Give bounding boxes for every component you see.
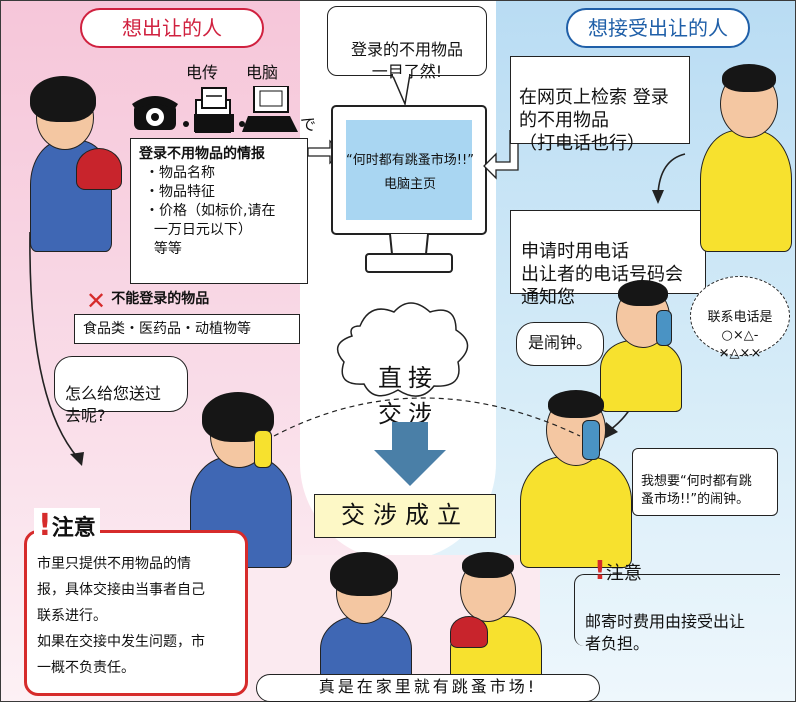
request-bubble: 我想要“何时都有跳 蚤市场!!”的闹钟。 bbox=[632, 448, 778, 516]
register-item: ・物品特征 bbox=[145, 184, 215, 200]
register-item: ・价格（如标价,请在 bbox=[145, 203, 276, 219]
register-title: 登录不用物品的情报 bbox=[139, 146, 265, 162]
search-arrow bbox=[483, 130, 519, 180]
warning-box-right: 邮寄时费用由接受出让 者负担。 bbox=[574, 574, 780, 653]
apply-instruction-text: 申请时用电话 出让者的电话号码会 通知您 bbox=[521, 241, 683, 308]
catalog-bubble-text: 登录的不用物品 一目了然! bbox=[350, 40, 463, 81]
monitor-icon bbox=[331, 105, 487, 273]
footer-banner: 真是在家里就有跳蚤市场! bbox=[256, 674, 600, 702]
monitor-line-2: 电脑主页 bbox=[383, 177, 436, 192]
connection-line bbox=[273, 397, 581, 437]
negotiation-cloud: 直接 交涉 bbox=[348, 324, 468, 432]
warning-right-body: 邮寄时费用由接受出让 者负担。 bbox=[585, 612, 746, 653]
delivery-bubble: 怎么给您送过 去呢? bbox=[54, 356, 188, 425]
negotiation-text: 直接 交涉 bbox=[378, 364, 438, 428]
monitor-line-1: “何时都有跳蚤市场!!” bbox=[346, 153, 474, 168]
phone-number-bubble: 联系电话是 ○×△- ×△×× bbox=[690, 276, 790, 361]
clock-icon bbox=[76, 148, 122, 190]
phone-number-text: 联系电话是 ○×△- ×△×× bbox=[707, 310, 773, 361]
apply-instruction-box: 申请时用电话 出让者的电话号码会 通知您 bbox=[510, 210, 706, 308]
prohibited-title: 不能登录的物品 bbox=[111, 291, 210, 307]
register-item: 一万日元以下） bbox=[145, 222, 252, 238]
exclamation-icon: ! bbox=[594, 556, 606, 586]
clock-icon bbox=[450, 616, 488, 648]
negotiation-cloud-shape bbox=[336, 302, 469, 397]
clock-bubble: 是闹钟。 bbox=[516, 322, 604, 366]
prohibited-items: 食品类・医药品・动植物等 bbox=[83, 321, 251, 337]
search-instruction-box: 在网页上检索 登录 的不用物品 （打电话也行） bbox=[510, 56, 690, 154]
search-instruction-text: 在网页上检索 登录 的不用物品 （打电话也行） bbox=[519, 87, 669, 154]
flow-arrow-right-top bbox=[652, 153, 686, 204]
delivery-bubble-text: 怎么给您送过 去呢? bbox=[65, 384, 162, 425]
pc-label: 电脑 bbox=[246, 63, 279, 82]
warning-right-title: 注意 bbox=[605, 563, 642, 584]
buyer-pill-label: 想接受出让的人 bbox=[588, 16, 728, 40]
warning-right-header: !注意 bbox=[594, 556, 642, 586]
seller-pill-label: 想出让的人 bbox=[122, 16, 222, 40]
register-item: 等等 bbox=[145, 241, 182, 257]
seller-pill: 想出让的人 bbox=[80, 8, 264, 48]
cross-icon: ✕ bbox=[86, 287, 107, 315]
device-icons bbox=[132, 86, 298, 133]
warning-left-header: !注意 bbox=[34, 508, 100, 543]
prohibited-header: ✕ 不能登录的物品 bbox=[86, 287, 210, 315]
register-item-list: ・物品名称 ・物品特征 ・价格（如标价,请在 一万日元以下） 等等 bbox=[139, 164, 299, 259]
device-suffix: で bbox=[300, 115, 317, 134]
flow-arrow-left bbox=[29, 231, 84, 466]
monitor-screen-text: “何时都有跳蚤市场!!” 电脑主页 bbox=[340, 152, 480, 194]
telephone-icon bbox=[132, 96, 178, 130]
computer-icon bbox=[242, 86, 298, 132]
catalog-bubble: 登录的不用物品 一目了然! bbox=[327, 6, 487, 81]
exclamation-icon: ! bbox=[38, 508, 52, 543]
down-arrow bbox=[374, 422, 446, 486]
warning-box-left: 市里只提供不用物品的情 报，具体交接由当事者自己 联系进行。 如果在交接中发生问… bbox=[24, 530, 248, 696]
request-bubble-text: 我想要“何时都有跳 蚤市场!!”的闹钟。 bbox=[641, 474, 752, 507]
deal-done-banner: 交涉成立 bbox=[314, 494, 496, 538]
warning-left-body: 市里只提供不用物品的情 报，具体交接由当事者自己 联系进行。 如果在交接中发生问… bbox=[37, 556, 205, 676]
prohibited-box: 食品类・医药品・动植物等 bbox=[74, 314, 300, 344]
warning-left-title: 注意 bbox=[51, 516, 96, 541]
deal-done-text: 交涉成立 bbox=[341, 501, 469, 529]
fax-label: 电传 bbox=[186, 63, 219, 82]
register-info-box: 登录不用物品的情报 ・物品名称 ・物品特征 ・价格（如标价,请在 一万日元以下）… bbox=[130, 138, 308, 284]
clock-bubble-text: 是闹钟。 bbox=[527, 333, 592, 352]
catalog-bubble-tail bbox=[391, 74, 411, 106]
fax-icon bbox=[194, 87, 234, 133]
footer-text: 真是在家里就有跳蚤市场! bbox=[318, 677, 538, 696]
register-item: ・物品名称 bbox=[145, 165, 215, 181]
buyer-pill: 想接受出让的人 bbox=[566, 8, 750, 48]
